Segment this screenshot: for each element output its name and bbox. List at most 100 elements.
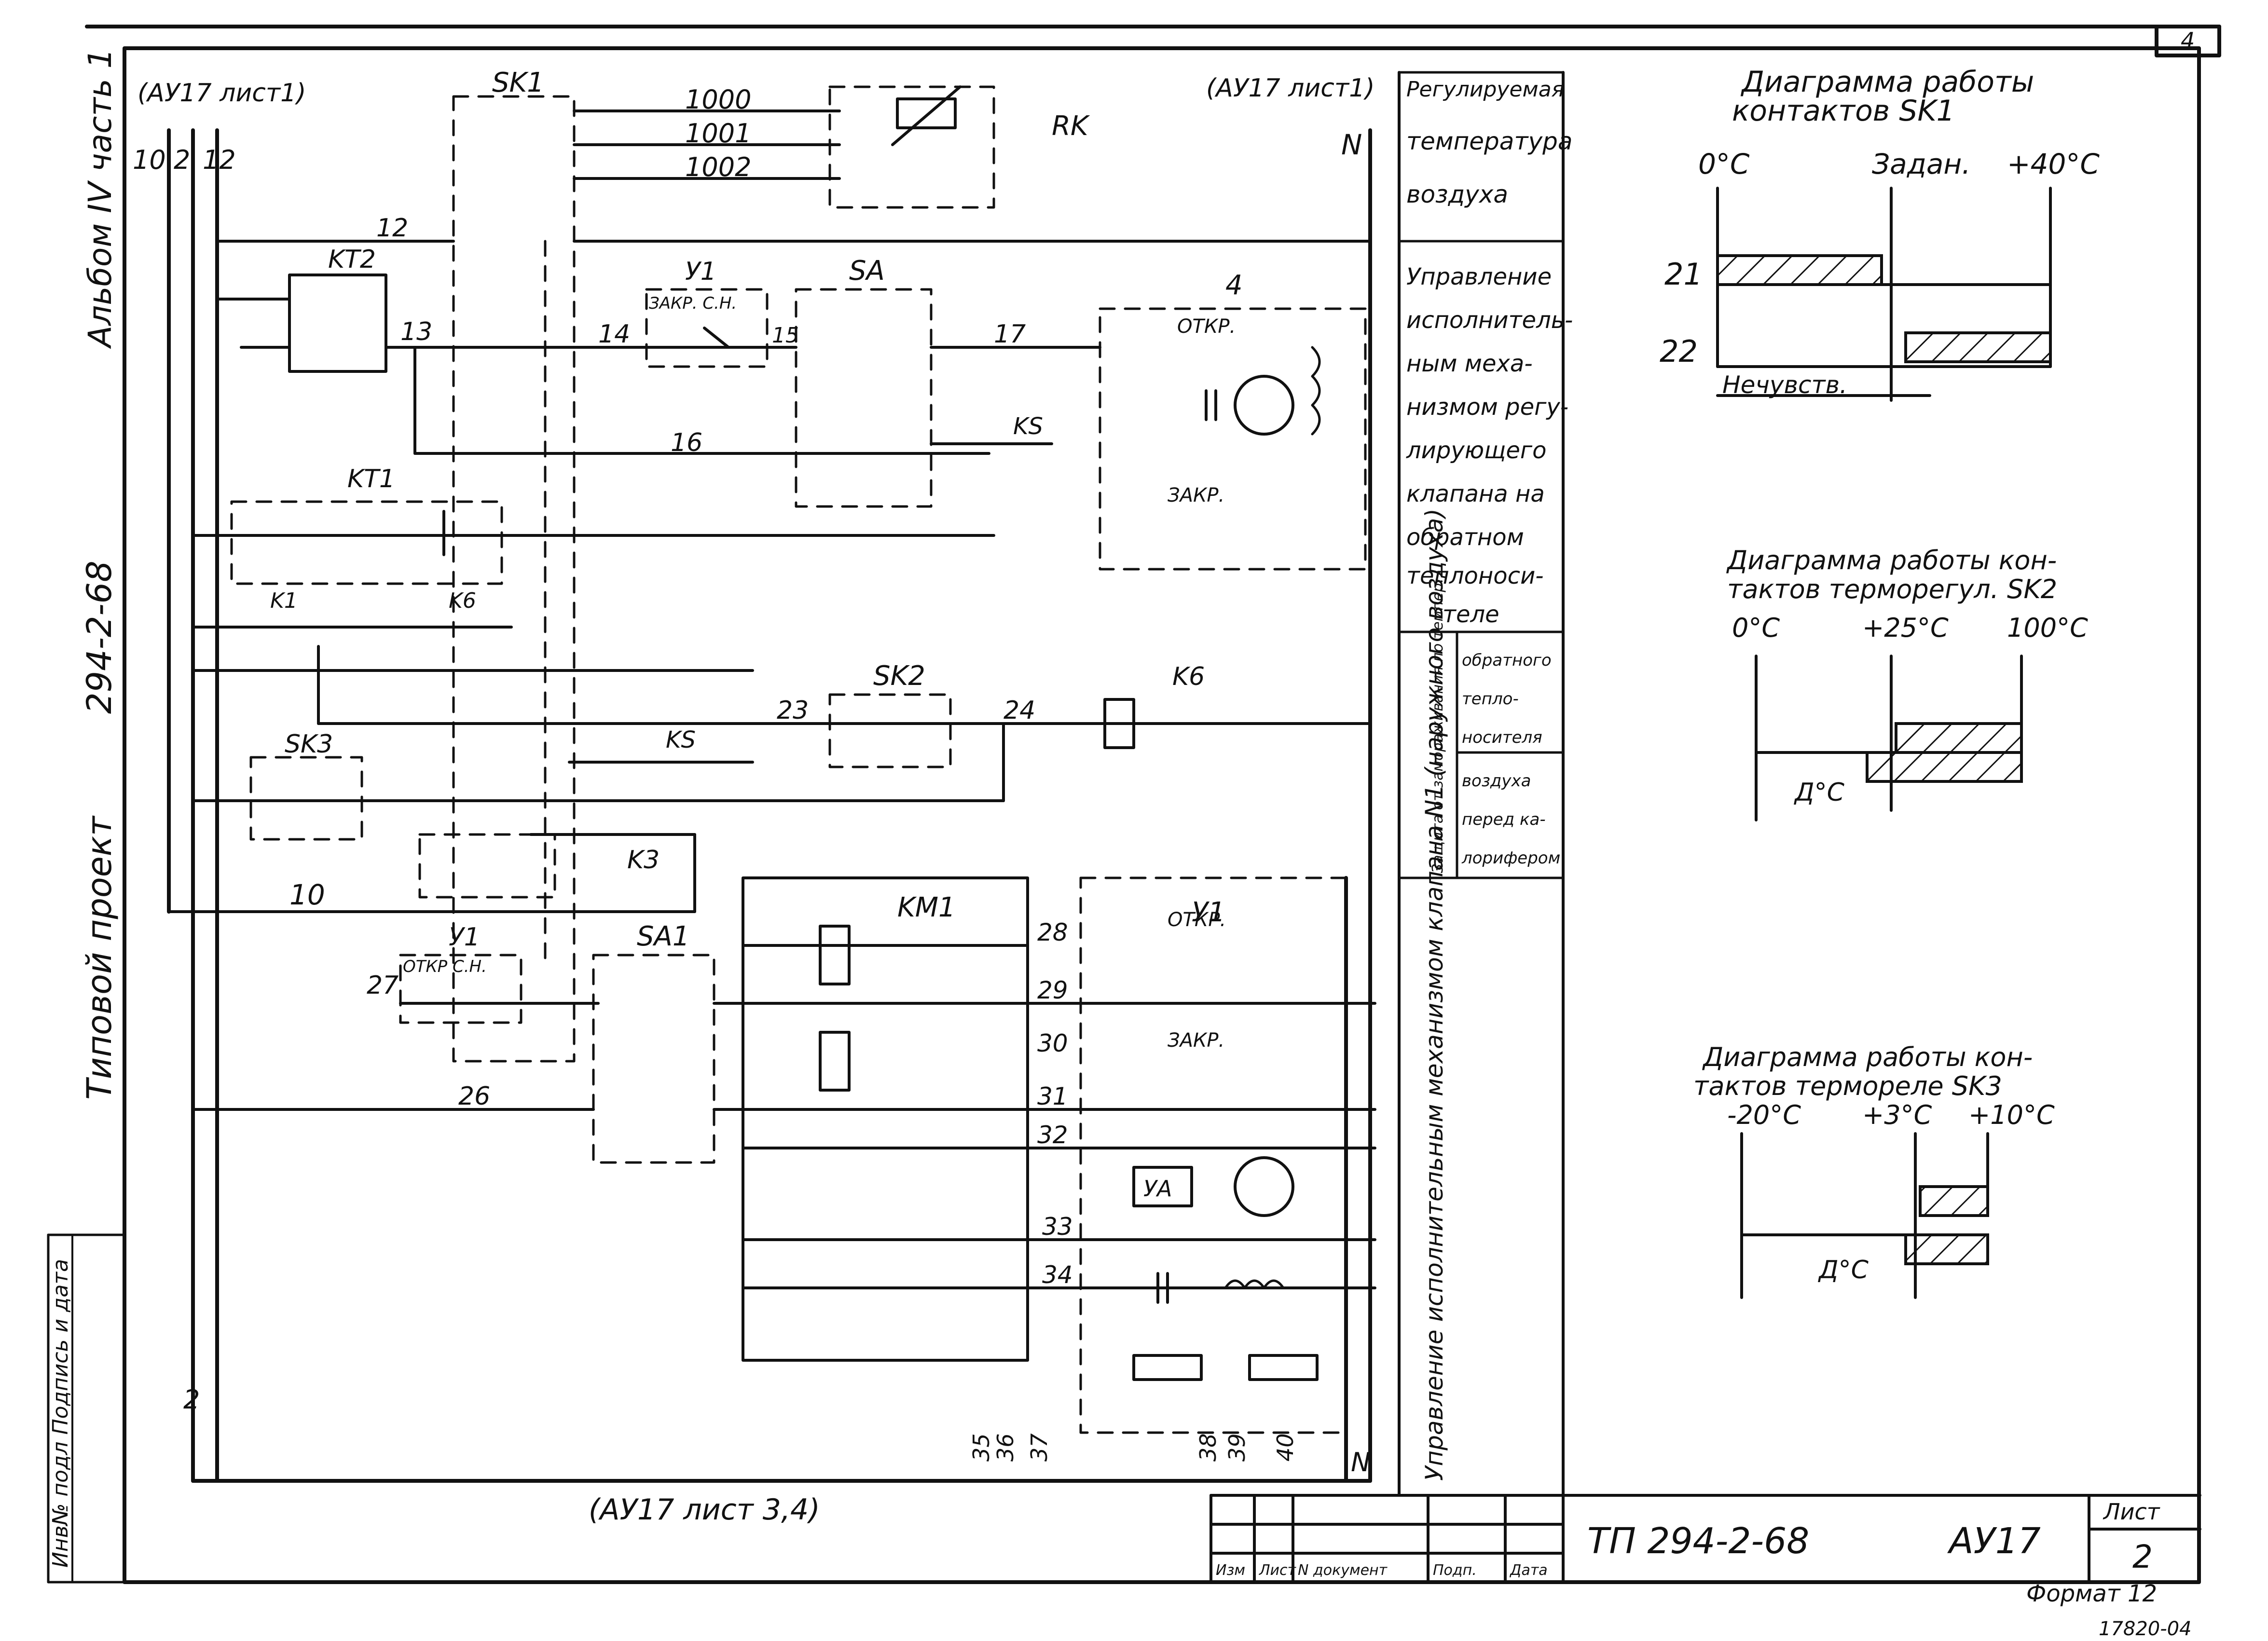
y1-bottom-contacts: ОТКР С.Н.: [403, 957, 487, 976]
valve-motor-4: [1099, 307, 1367, 571]
y1-bottom-switch: [399, 954, 600, 1024]
diag-sk2-title-2: тактов терморегул. SK2: [1727, 574, 2057, 604]
side-stamp: Альбом IV часть 1 294-2-68 Типовой проек…: [48, 48, 119, 1568]
bus-label-10: 10: [133, 145, 166, 175]
motor-otkr: ОТКР.: [1177, 315, 1236, 338]
sk2-label: SK2: [873, 660, 925, 692]
wire-13: 13: [400, 317, 432, 346]
tb-format: Формат 12: [2026, 1580, 2157, 1607]
km1-label: KM1: [897, 892, 956, 923]
diag-sk1-scale-0: 0°C: [1698, 148, 1750, 180]
fn-row3b-line3: лорифером: [1461, 848, 1560, 868]
wire-1001: 1001: [685, 118, 751, 149]
wire-35: 35: [968, 1433, 994, 1462]
k3-row: [167, 833, 696, 913]
wire-10: 10: [289, 878, 325, 911]
wire-12: 12: [376, 214, 408, 243]
kt2-label: KT2: [328, 245, 376, 274]
ref-bottom: (АУ17 лист 3,4): [589, 1493, 820, 1527]
k1-k6-row: [192, 626, 1372, 725]
y1-bottom-label: У1: [449, 923, 480, 952]
fn-row3a-line3: носителя: [1462, 728, 1542, 747]
kt1-relay: [192, 500, 797, 585]
wire-14: 14: [598, 320, 630, 349]
bus-lines: [167, 128, 1372, 1483]
fn-row2-line8: теплоноси-: [1406, 562, 1544, 589]
project-type-label: Типовой проект: [80, 815, 119, 1100]
inventory-label: Инв№ подл Подпись и дата: [48, 1259, 73, 1568]
y1-top-contacts: ЗАКР. С.Н.: [649, 294, 737, 313]
fn-row1-line2: температура: [1406, 127, 1573, 155]
bottom-terminal-wires: 35 36 37 38 39 40: [968, 1433, 1298, 1462]
ref-top-left: (АУ17 лист1): [137, 79, 306, 108]
wire-26: 26: [458, 1082, 490, 1111]
wire-33: 33: [1042, 1213, 1073, 1241]
function-column: Регулируемая температура воздуха Управле…: [1406, 77, 1573, 1481]
fn-row2-line6: клапана на: [1406, 480, 1545, 507]
fn-row3b-line2: перед ка-: [1462, 810, 1546, 829]
fn-row2-line2: исполнитель-: [1406, 307, 1573, 334]
tb-sheet-label: Лист: [2103, 1499, 2160, 1525]
ks-label-top: KS: [1013, 413, 1043, 440]
diag-sk3-title-2: тактов термореле SK3: [1693, 1071, 2002, 1101]
sa1-switch: [192, 954, 1376, 1164]
tb-header-0: Изм: [1216, 1562, 1245, 1579]
tb-sheet-number: 2: [2132, 1538, 2153, 1575]
tb-header-1: Лист: [1259, 1562, 1297, 1579]
motor-zakr: ЗАКР.: [1168, 484, 1224, 506]
tb-header-2: N документ: [1298, 1562, 1388, 1579]
y1-actuator-zakr: ЗАКР.: [1168, 1029, 1224, 1052]
k6-label-row: K6: [449, 588, 476, 613]
fn-row2-line9: теле: [1443, 601, 1499, 628]
wire-34: 34: [1042, 1261, 1073, 1289]
sa-label: SA: [849, 255, 885, 287]
fn-row1-line3: воздуха: [1406, 180, 1508, 208]
diag-sk1-row-21: 21: [1664, 257, 1703, 292]
y1-actuator: [1079, 876, 1347, 1434]
bus-label-2-bottom: 2: [183, 1384, 200, 1415]
fn-row2-line1: Управление: [1406, 263, 1552, 290]
sa1-label: SA1: [637, 921, 689, 952]
diag-sk3-scale-2: +10°C: [1968, 1100, 2055, 1130]
wire-27: 27: [367, 971, 399, 1000]
diag-sk2-scale-0: 0°C: [1732, 613, 1780, 643]
fn-row4: Управление исполнительным механизмом кла…: [1420, 508, 1448, 1481]
sheet-corner-number: 4: [2181, 27, 2195, 54]
tb-header-3: Подп.: [1433, 1562, 1477, 1579]
sk1-label: SK1: [492, 67, 544, 98]
y1-top-label: У1: [685, 257, 716, 286]
wire-24: 24: [1003, 696, 1035, 725]
fn-row3a-line2: тепло-: [1462, 689, 1519, 709]
kt2-relay: [216, 240, 576, 455]
sheet-frame: [47, 25, 2221, 1584]
rk-label: RK: [1052, 110, 1090, 142]
fn-row1-line1: Регулируемая: [1406, 77, 1564, 102]
k1-label: K1: [270, 588, 298, 613]
wire-17: 17: [994, 320, 1026, 349]
wire-37: 37: [1026, 1433, 1052, 1462]
wire-23: 23: [777, 696, 809, 725]
sk1-connector: [452, 95, 1372, 1063]
diagram-sk3: Диаграмма работы кон- тактов термореле S…: [1693, 1042, 2055, 1299]
tb-mark: АУ17: [1947, 1520, 2041, 1562]
fn-row3-group: Защита от замораживания по темпер.: [1430, 578, 1446, 873]
diag-sk1-row-22: 22: [1660, 334, 1698, 369]
archive-number: 17820-04: [2099, 1618, 2192, 1640]
wire-36: 36: [992, 1433, 1018, 1462]
wire-15: 15: [772, 323, 799, 348]
wire-30: 30: [1037, 1029, 1068, 1057]
wire-31: 31: [1037, 1082, 1068, 1110]
fn-row2-line3: ным меха-: [1406, 350, 1533, 377]
diag-sk3-scale-1: +3°C: [1862, 1100, 1932, 1130]
km1-contactor: [742, 876, 1376, 1362]
diag-sk1-title-1: Диаграмма работы: [1740, 65, 2034, 99]
diagram-sk1: Диаграмма работы контактов SK1 0°C Задан…: [1660, 65, 2100, 402]
sk3-row: [192, 756, 1005, 841]
tb-header-4: Дата: [1509, 1562, 1548, 1579]
fn-row3a-line1: обратного: [1462, 651, 1552, 670]
diag-sk1-title-2: контактов SK1: [1732, 94, 1955, 128]
fn-row2-line7: обратном: [1406, 524, 1524, 551]
sk3-label: SK3: [285, 730, 333, 759]
ya-label: УА: [1143, 1176, 1172, 1202]
